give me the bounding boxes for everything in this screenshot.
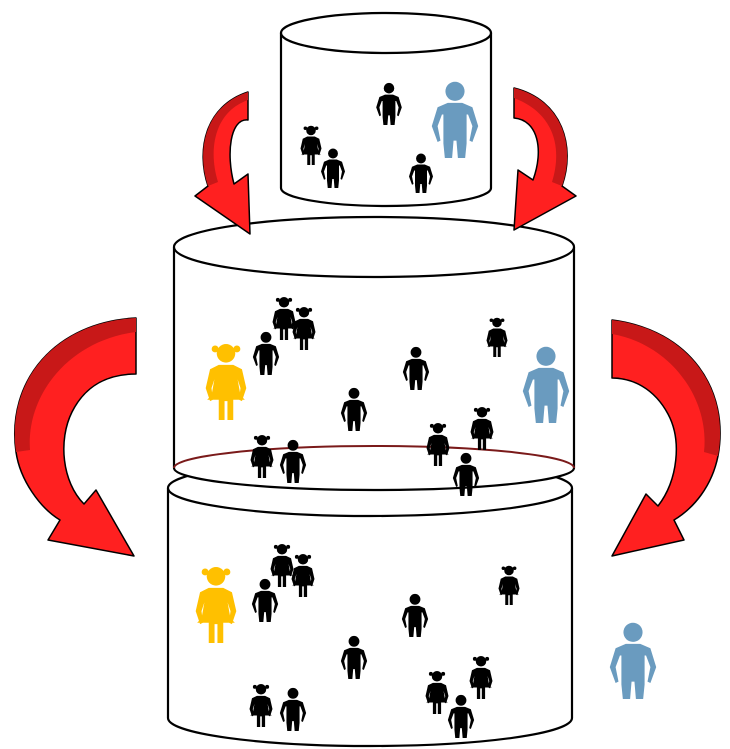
top-tier-top: [279, 11, 493, 55]
arrow-mid-right: [611, 319, 721, 557]
arrow-top-left: [194, 91, 251, 235]
outside-blue-man-figure: [609, 622, 657, 699]
middle-tier-top: [172, 215, 576, 279]
arrow-mid-left: [14, 317, 137, 557]
tier-seam: [173, 445, 575, 469]
arrow-top-right: [513, 87, 577, 231]
